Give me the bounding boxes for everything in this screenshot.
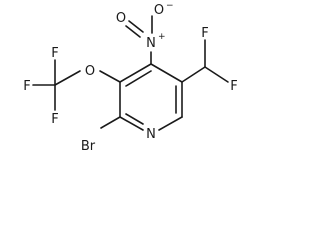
- atom-labels: Br N O N + O − O F F F F F: [23, 1, 237, 154]
- bond-c5-chf2: [181, 66, 206, 83]
- atom-f-chf2-right: F: [230, 79, 237, 94]
- atom-f-cf3-top: F: [51, 46, 58, 61]
- atom-o-nitro-double: O: [116, 11, 126, 26]
- bond-c3-c4-inner: [125, 70, 152, 87]
- bond-n-o-double-b: [128, 20, 144, 33]
- bond-n1-c2-inner: [125, 113, 144, 125]
- bond-o-cf3: [54, 70, 81, 86]
- atom-n-ring: N: [146, 127, 156, 142]
- bond-chf2-f-right: [204, 66, 229, 83]
- charge-o-nitro: −: [166, 1, 174, 11]
- charge-n-nitro: +: [158, 32, 166, 42]
- atom-f-cf3-left: F: [23, 79, 30, 94]
- atom-f-cf3-bottom: F: [51, 112, 58, 127]
- atom-o-ether: O: [85, 64, 95, 79]
- bond-c3-c4: [119, 63, 152, 83]
- bond-c3-o: [99, 70, 121, 83]
- atom-br: Br: [81, 139, 96, 154]
- bond-c4-c5: [150, 63, 183, 83]
- substituent-bonds: [32, 15, 229, 129]
- bond-c6-n1: [158, 116, 183, 131]
- bond-n-o-double-a: [125, 25, 141, 38]
- pyridine-ring: [119, 63, 183, 131]
- bond-c2-br: [100, 116, 121, 129]
- atom-f-chf2-top: F: [201, 26, 208, 41]
- chemical-structure: Br N O N + O − O F F F F F: [23, 1, 237, 154]
- atom-n-nitro: N: [146, 36, 156, 51]
- bond-n1-c2: [119, 116, 144, 131]
- atom-o-nitro-minus: O: [154, 3, 164, 18]
